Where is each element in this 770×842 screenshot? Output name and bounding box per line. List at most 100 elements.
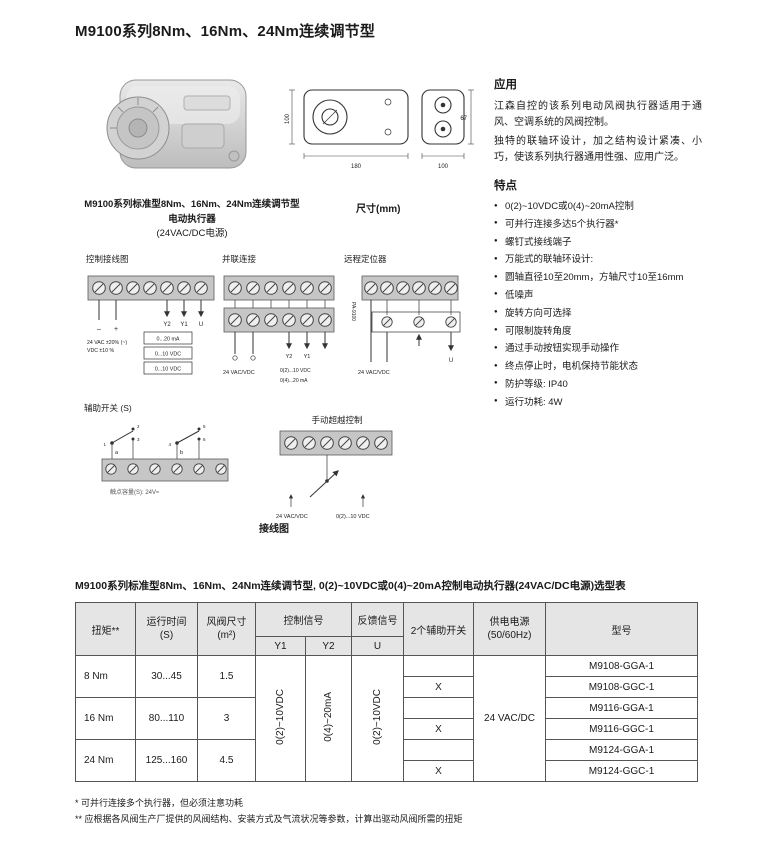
- manual-supply-label: 24 VAC/VDC: [276, 514, 308, 520]
- control-supply-line1: 24 VAC ±20% (~): [87, 340, 127, 346]
- dim-side-height: 67: [460, 116, 467, 122]
- cell-runtime: 30...45: [135, 655, 198, 698]
- th-runtime-line1: 运行时间: [146, 617, 187, 628]
- cell-aux: [403, 697, 474, 719]
- th-runtime: 运行时间 (S): [135, 602, 198, 656]
- manual-signal-label: 0(2)...10 VDC: [336, 514, 370, 520]
- th-power: 供电电源 (50/60Hz): [473, 602, 546, 656]
- selection-table: 扭矩** 运行时间 (S) 风阀尺寸 (m²) 控制信号 反馈信号 2个辅助开关…: [75, 602, 698, 782]
- th-torque: 扭矩**: [75, 602, 136, 656]
- signal-u-text: 0(2)~10VDC: [372, 689, 383, 745]
- table-row: 24 Nm 125...160 4.5 M9124-GGA-1: [75, 739, 698, 782]
- control-supply-line2: VDC ±10 %: [87, 348, 114, 354]
- aux-n2: 2: [137, 424, 140, 429]
- y1-terminal-label: Y1: [180, 322, 188, 328]
- th-aux-switches: 2个辅助开关: [403, 602, 474, 656]
- feature-item: 0(2)~10VDC或0(4)~20mA控制: [494, 200, 702, 213]
- cell-model: M9116-GGC-1: [545, 718, 698, 740]
- cell-signal-u: 0(2)~10VDC: [351, 655, 404, 782]
- th-damper-line2: (m²): [217, 630, 236, 641]
- table-row: 8 Nm 30...45 1.5 0(2)~10VDC 0(4)~20mA 0(…: [75, 655, 698, 782]
- feature-item: 旋转方向可选择: [494, 307, 702, 320]
- parallel-diagram-figure: 24 VAC/VDC Y2 Y1 0(2)...10 VDC 0(4)...20…: [223, 275, 335, 384]
- control-diagram-figure: – + 24 VAC ±20% (~) VDC ±10 % Y2 Y1 U 0.…: [87, 275, 215, 375]
- cell-torque: 24 Nm: [75, 739, 136, 782]
- aux-n5: 5: [203, 424, 206, 429]
- dimension-caption: 尺寸(mm): [356, 204, 401, 215]
- wiring-diagram-manual-override: 手动超越控制 24 VAC/VDC 0(2)...10 VDC: [274, 414, 400, 521]
- feature-item: 万能式的联轴环设计:: [494, 253, 702, 266]
- control-signal-box2: 0...10 VDC: [155, 352, 181, 358]
- parallel-y2-label: Y2: [286, 354, 293, 360]
- cell-model: M9116-GGA-1: [545, 697, 698, 719]
- wiring-diagram-aux-switches: 辅助开关 (S) 1 2 3 a 4 5 6 b 触点容量(S): 24V≈: [84, 402, 244, 496]
- product-caption-line1: M9100系列标准型8Nm、16Nm、24Nm连续调节型: [84, 199, 300, 210]
- aux-n1: 1: [103, 442, 106, 447]
- u-terminal-label: U: [199, 322, 203, 328]
- aux-n6: 6: [203, 437, 206, 442]
- control-signal-box1: 0...20 mA: [156, 337, 179, 343]
- parallel-y1-label: Y1: [304, 354, 311, 360]
- cell-torque: 16 Nm: [75, 697, 136, 740]
- wiring-diagram-control: 控制接线图 – + 24 VAC ±20% (~) VDC ±10 % Y2 Y…: [86, 253, 218, 378]
- th-feedback-signal: 反馈信号: [351, 602, 404, 637]
- parallel-supply-label: 24 VAC/VDC: [223, 370, 255, 376]
- parallel-signal2-label: 0(4)...20 mA: [280, 378, 308, 384]
- th-u: U: [351, 636, 404, 656]
- cell-power: 24 VAC/DC: [473, 655, 546, 782]
- application-para1: 江森自控的该系列电动风阀执行器适用于通风、空调系统的风阀控制。: [494, 101, 702, 128]
- th-power-line1: 供电电源: [489, 617, 530, 628]
- application-heading: 应用: [494, 79, 517, 91]
- selection-table-title: M9100系列标准型8Nm、16Nm、24Nm连续调节型, 0(2)~10VDC…: [75, 580, 626, 592]
- signal-y1-text: 0(2)~10VDC: [275, 689, 286, 745]
- th-y1: Y1: [255, 636, 306, 656]
- aux-n3: 3: [137, 437, 140, 442]
- footnote-2: ** 应根据各风阀生产厂提供的风阀结构、安装方式及气流状况等参数，计算出驱动风阀…: [75, 813, 463, 824]
- cell-aux: [403, 739, 474, 761]
- cell-runtime: 80...110: [135, 697, 198, 740]
- th-damper-size: 风阀尺寸 (m²): [197, 602, 256, 656]
- feature-item: 圆轴直径10至20mm，方轴尺寸10至16mm: [494, 271, 702, 284]
- feature-item: 防护等级: IP40: [494, 378, 702, 391]
- feature-item: 终点停止时，电机保持节能状态: [494, 360, 702, 373]
- cell-aux: X: [403, 676, 474, 698]
- table-row: X M9124-GGC-1: [76, 760, 698, 782]
- th-damper-line1: 风阀尺寸: [206, 617, 247, 628]
- features-heading: 特点: [494, 180, 517, 192]
- control-diagram-title: 控制接线图: [86, 254, 129, 264]
- cell-model: M9108-GGA-1: [545, 655, 698, 677]
- y2-terminal-label: Y2: [163, 322, 171, 328]
- cell-runtime: 125...160: [135, 739, 198, 782]
- cell-damper-size: 4.5: [197, 739, 256, 782]
- remote-diagram-figure: PA-9100 24 VAC/VDC U: [350, 275, 461, 376]
- manual-diagram-figure: 24 VAC/VDC 0(2)...10 VDC: [276, 430, 393, 520]
- th-power-line2: (50/60Hz): [487, 630, 532, 641]
- remote-supply-label: 24 VAC/VDC: [358, 370, 390, 376]
- feature-item: 可并行连接多达5个执行器*: [494, 218, 702, 231]
- feature-item: 可限制旋转角度: [494, 325, 702, 338]
- plus-label: +: [114, 326, 118, 333]
- cell-model: M9124-GGA-1: [545, 739, 698, 761]
- wiring-diagram-parallel: 并联连接 24 VAC/VDC Y2 Y1 0(2)...10 VDC 0(4)…: [222, 253, 340, 386]
- cell-damper-size: 1.5: [197, 655, 256, 698]
- footnotes: * 可并行连接多个执行器，但必须注意功耗 ** 应根据各风阀生产厂提供的风阀结构…: [75, 796, 463, 828]
- application-para2: 独特的联轴环设计，加之结构设计紧凑、小巧，使该系列执行器通用性强、应用广泛。: [494, 136, 702, 163]
- aux-switch-a-label: a: [115, 450, 119, 456]
- product-photo: [106, 79, 247, 169]
- table-row: X M9116-GGC-1: [76, 718, 698, 740]
- cell-aux: [403, 655, 474, 677]
- dimension-drawing: 100 180 100 67: [285, 89, 474, 170]
- th-y2: Y2: [305, 636, 352, 656]
- aux-diagram-title: 辅助开关 (S): [84, 403, 132, 413]
- cell-aux: X: [403, 718, 474, 740]
- cell-aux: X: [403, 760, 474, 782]
- aux-diagram-figure: 1 2 3 a 4 5 6 b: [101, 424, 229, 482]
- cell-model: M9108-GGC-1: [545, 676, 698, 698]
- dim-side-width: 100: [438, 164, 449, 170]
- dim-front-height: 100: [285, 113, 291, 124]
- control-signal-box3: 0...10 VDC: [155, 367, 181, 373]
- right-column: 应用 江森自控的该系列电动风阀执行器适用于通风、空调系统的风阀控制。 独特的联轴…: [494, 76, 702, 414]
- features-list: 0(2)~10VDC或0(4)~20mA控制 可并行连接多达5个执行器* 螺钉式…: [494, 200, 702, 409]
- feature-item: 低噪声: [494, 289, 702, 302]
